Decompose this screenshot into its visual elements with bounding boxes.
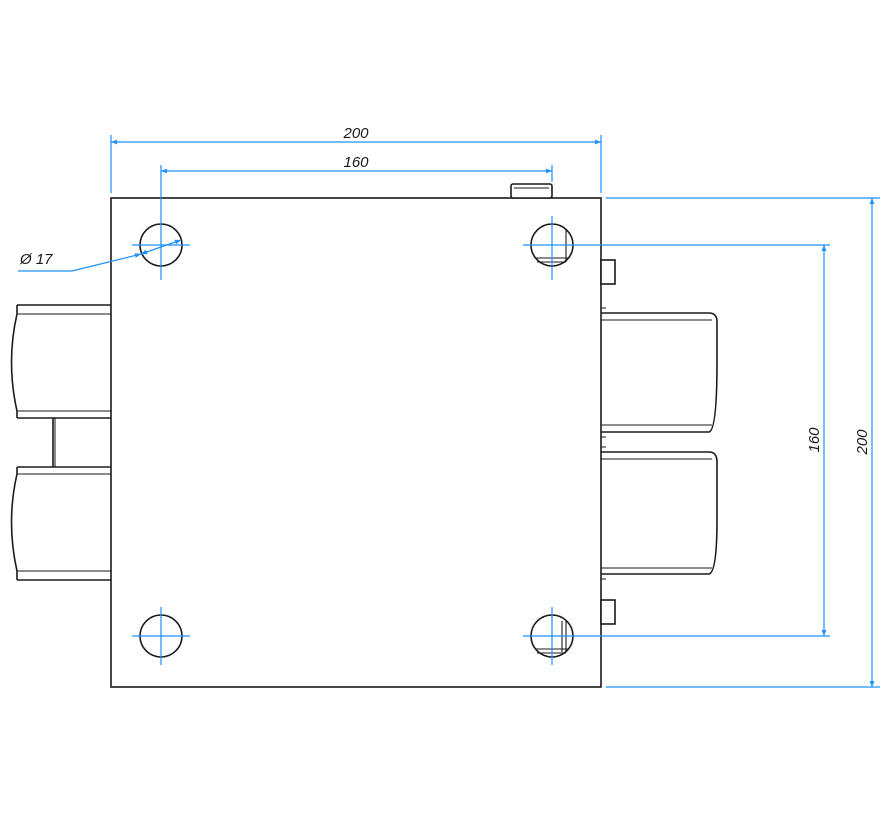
left-upper-jaw [10,304,111,419]
label-overall-width: 200 [342,125,369,142]
right-tab-bottom [600,599,616,625]
top-cap [510,183,553,199]
left-connector [52,418,56,467]
right-upper-jaw [601,307,718,438]
dim-hole-spacing-y [604,244,830,637]
label-overall-height: 200 [854,429,871,456]
dim-overall-height [606,197,880,688]
right-lower-jaw [601,446,718,580]
dim-hole-diameter [18,239,182,272]
dim-overall-width [110,135,602,193]
part-outline [10,183,718,688]
right-tab-top [600,259,616,285]
main-plate [110,197,602,688]
label-hole-spacing-y: 160 [806,427,823,453]
dimension-layer [18,135,880,688]
dimension-labels: 200 160 160 200 Ø 17 [19,125,871,456]
left-lower-jaw [10,466,111,581]
label-hole-spacing-x: 160 [343,154,369,171]
label-hole-diameter: Ø 17 [19,251,53,268]
dim-hole-spacing-x [160,165,553,216]
